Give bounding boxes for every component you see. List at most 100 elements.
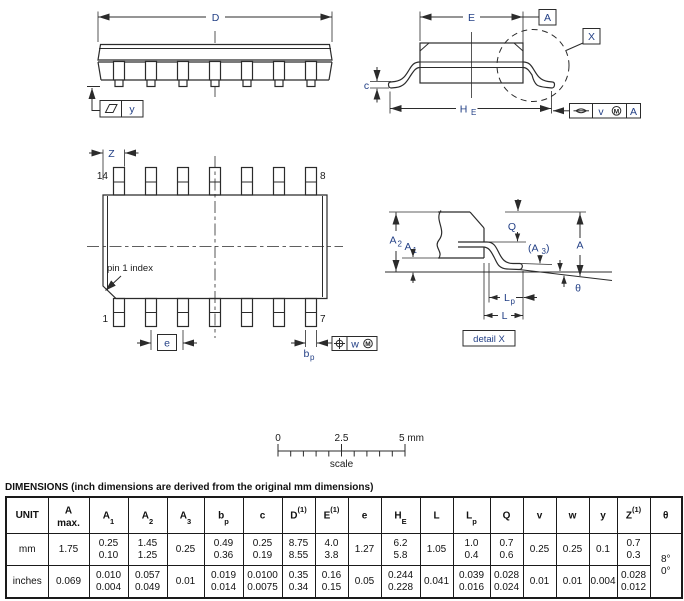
dim-theta-label: θ (575, 283, 581, 295)
side-view: D y (87, 11, 333, 118)
header-a2: A2 (127, 496, 168, 534)
header-e: e (347, 496, 382, 534)
fcf-top-view: w M (331, 336, 378, 351)
table-cell: 0.05 (347, 565, 382, 599)
drawing-canvas: D y (87, 9, 641, 470)
header-bp: bp (203, 496, 244, 534)
pin1-index-note: pin 1 index (107, 263, 153, 274)
table-title: DIMENSIONS (inch dimensions are derived … (5, 482, 374, 493)
dim-he-label: H (460, 104, 468, 116)
dim-d-label: D (212, 12, 220, 24)
table-cell: 0.25 (166, 533, 205, 566)
unit-cell: inches (5, 565, 49, 599)
fcf-datum-label: A (630, 106, 637, 118)
header-w: w (555, 496, 590, 534)
table-cell: 6.2 5.8 (380, 533, 421, 566)
scale-tick-end: 5 mm (399, 433, 424, 444)
table-cell: 0.25 0.19 (242, 533, 283, 566)
table-cell: 0.25 (522, 533, 557, 566)
flatness-icon (104, 104, 118, 113)
header-z: Z(1) (616, 496, 651, 534)
table-cell: 0.0100 0.0075 (242, 565, 283, 599)
header-a1: A1 (88, 496, 129, 534)
pin-14-label: 14 (97, 171, 109, 182)
table-cell: 0.039 0.016 (452, 565, 491, 599)
scale-caption: scale (330, 459, 354, 470)
header-theta: θ (649, 496, 683, 534)
table-cell: 0.057 0.049 (127, 565, 168, 599)
svg-text:M: M (365, 341, 370, 348)
datum-a-frame: A (538, 9, 557, 26)
dim-l-label: L (502, 310, 508, 322)
dim-e-pitch-label: e (164, 338, 170, 350)
scale-bar: 0 2.5 5 mm scale (275, 433, 424, 470)
symmetry-icon (573, 108, 589, 114)
table-cell: 1.0 0.4 (452, 533, 491, 566)
table-cell: 1.27 (347, 533, 382, 566)
table-cell-theta: 8° 0° (649, 533, 683, 599)
unit-cell: mm (5, 533, 49, 566)
detail-x-ref-label: X (588, 31, 595, 43)
pin-7-label: 7 (320, 314, 326, 325)
dim-a2-label: A (389, 235, 396, 247)
end-view: E A c H (364, 9, 641, 119)
dim-bp-label: b (304, 348, 310, 360)
dim-a3-close: ) (546, 243, 550, 255)
header-y: y (588, 496, 618, 534)
dim-a1-label: A (404, 241, 411, 253)
table-row-mm: mm 1.75 0.25 0.10 1.45 1.25 0.25 0.49 0.… (5, 533, 683, 599)
dim-a-label: A (576, 240, 583, 252)
flatness-frame: y (99, 100, 144, 118)
end-view-leads (387, 61, 556, 89)
table-cell: 0.069 (47, 565, 90, 599)
table-cell: 0.010 0.004 (88, 565, 129, 599)
dim-q-label: Q (508, 221, 516, 233)
pin-8-label: 8 (320, 171, 326, 182)
table-cell: 0.028 0.024 (489, 565, 524, 599)
table-cell: 0.01 (166, 565, 205, 599)
scale-tick-mid: 2.5 (335, 433, 349, 444)
dim-lp-label: L (504, 292, 510, 304)
pin-1-label: 1 (102, 314, 108, 325)
header-he: HE (380, 496, 421, 534)
header-c: c (242, 496, 283, 534)
detail-x-frame: X (565, 28, 601, 51)
detail-x-caption-frame: detail X (462, 330, 516, 347)
svg-text:M: M (614, 108, 619, 115)
table-cell: 8.75 8.55 (281, 533, 316, 566)
header-d: D(1) (281, 496, 316, 534)
side-view-pins (112, 60, 318, 88)
datum-a-label: A (544, 12, 551, 24)
fcf-tol-label: v (598, 106, 604, 118)
table-cell: 0.01 (555, 565, 590, 599)
table-cell: 0.028 0.012 (616, 565, 651, 599)
dim-a2-sub: 2 (398, 240, 403, 249)
position-icon (334, 338, 345, 349)
table-cell: 0.1 (588, 533, 618, 566)
detail-circle (496, 29, 570, 102)
table-cell: 0.004 (588, 565, 618, 599)
table-cell: 0.49 0.36 (203, 533, 244, 566)
table-cell: 0.25 0.10 (88, 533, 129, 566)
top-view: Z 14 8 1 7 (87, 148, 378, 362)
table-cell: 1.05 (419, 533, 454, 566)
header-v: v (522, 496, 557, 534)
table-row-inches: inches 0.069 0.010 0.004 0.057 0.049 0.0… (5, 565, 682, 599)
header-l: L (419, 496, 454, 534)
table-cell: 4.0 3.8 (314, 533, 349, 566)
header-a3: A3 (166, 496, 205, 534)
detail-x-caption: detail X (473, 334, 505, 345)
header-unit: UNIT (5, 496, 49, 534)
flatness-ref-label: y (129, 104, 135, 116)
dim-lp-sub: p (511, 297, 516, 306)
dim-a3-open: (A (528, 243, 539, 255)
dim-e-frame: e (157, 334, 177, 351)
table-cell: 0.01 (522, 565, 557, 599)
mmc-icon: M (363, 338, 373, 349)
header-q: Q (489, 496, 524, 534)
table-cell: 1.45 1.25 (127, 533, 168, 566)
dim-e-label: E (468, 12, 475, 24)
table-cell: 0.16 0.15 (314, 565, 349, 599)
